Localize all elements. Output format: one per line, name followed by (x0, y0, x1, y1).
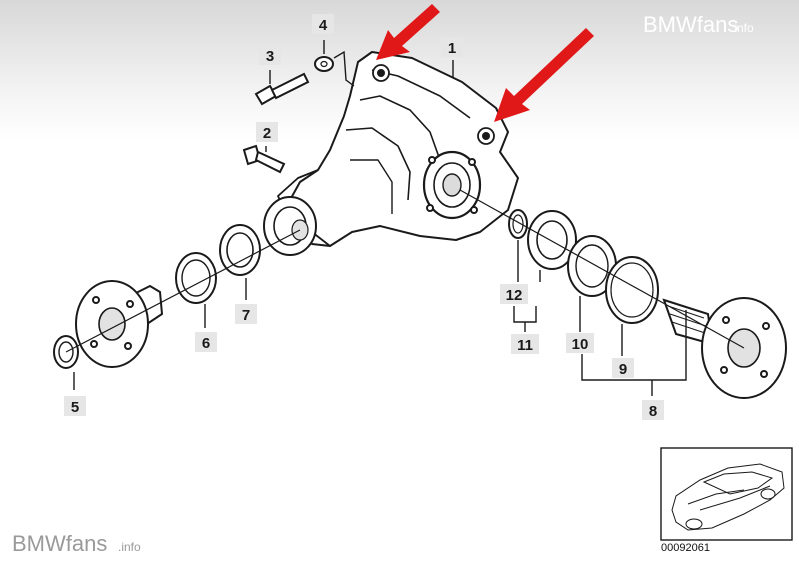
car-outline-icon (671, 463, 785, 531)
output-assembly-axis (459, 189, 745, 349)
callout-8-label: 8 (649, 403, 657, 420)
callout-3: 3 (259, 45, 281, 65)
seal-ring-7 (219, 224, 261, 276)
pinion-bearing-ring (263, 196, 317, 256)
pinion-assembly-axis (65, 229, 301, 353)
seal-ring-10 (567, 235, 617, 297)
callout-6-label: 6 (202, 335, 210, 352)
reference-number: 00092061 (661, 542, 710, 554)
watermark-bottom: BMWfans .info (12, 531, 141, 556)
shim-ring-9 (605, 256, 659, 324)
bolt-2 (242, 144, 286, 174)
callout-2-label: 2 (263, 125, 271, 142)
callout-5: 5 (64, 396, 86, 416)
vehicle-thumbnail (660, 447, 793, 541)
callout-8: 8 (642, 400, 664, 420)
callout-9-label: 9 (619, 361, 627, 378)
callout-11-label: 11 (517, 337, 533, 354)
differential-housing (277, 51, 519, 247)
watermark-bottom-suffix: .info (118, 540, 141, 554)
watermark-top-brand: BMWfans (643, 12, 738, 37)
leader-lines (73, 40, 687, 396)
seal-ring-6 (175, 252, 217, 304)
callout-4: 4 (312, 14, 334, 34)
callout-1: 1 (441, 37, 463, 57)
callout-6: 6 (195, 332, 217, 352)
bolt-3 (254, 72, 310, 106)
callout-3-label: 3 (266, 48, 274, 65)
callout-7: 7 (235, 304, 257, 324)
callout-2: 2 (256, 122, 278, 142)
o-ring-12 (508, 209, 528, 239)
callout-10-label: 10 (572, 336, 589, 353)
red-arrow-mount-left (376, 4, 440, 60)
callout-7-label: 7 (242, 307, 250, 324)
watermark-top-suffix: .info (731, 21, 754, 35)
watermark-bottom-brand: BMWfans (12, 531, 107, 556)
callout-11: 11 (511, 334, 539, 354)
callout-5-label: 5 (71, 399, 79, 416)
callout-12: 12 (500, 284, 528, 304)
watermark-top: BMWfans .info (643, 12, 754, 37)
callout-1-label: 1 (448, 40, 456, 57)
callout-9: 9 (612, 358, 634, 378)
red-arrow-mount-right (494, 28, 594, 122)
callout-10: 10 (566, 333, 594, 353)
washer-4 (314, 56, 334, 72)
bearing-11 (527, 210, 577, 270)
callout-4-label: 4 (319, 17, 328, 34)
callout-12-label: 12 (506, 287, 523, 304)
